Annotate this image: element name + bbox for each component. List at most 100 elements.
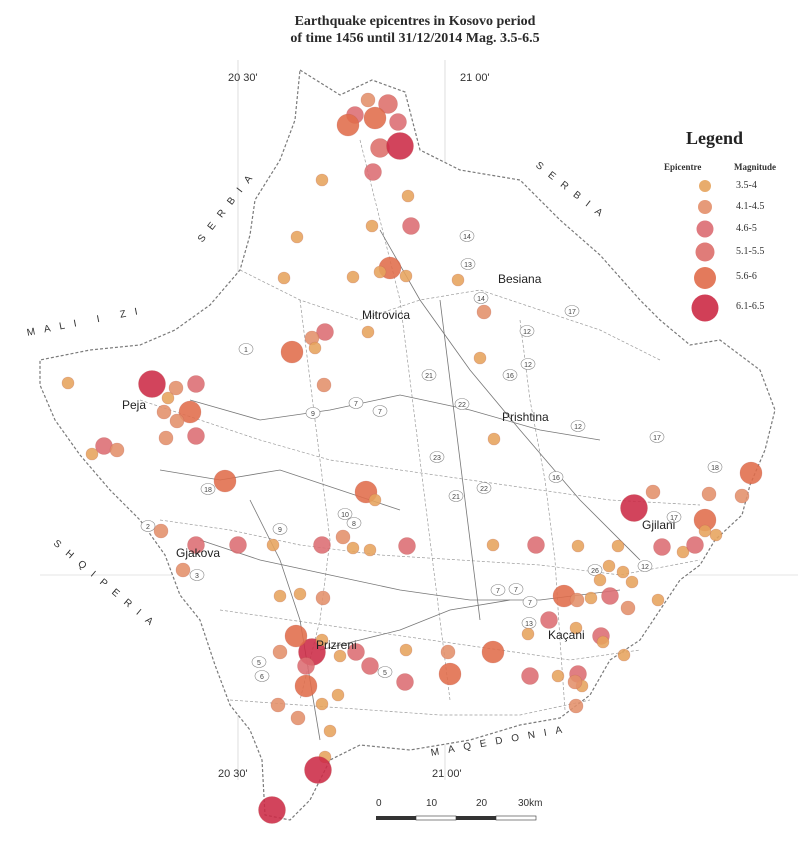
epicentre-marker <box>187 375 205 393</box>
epicentre-marker <box>335 529 351 545</box>
scale-label-30km: 30km <box>518 798 543 809</box>
road-number-label: 9 <box>272 523 288 535</box>
epicentre-marker <box>389 113 407 131</box>
epicentre-marker <box>333 649 347 663</box>
epicentre-marker <box>551 669 565 683</box>
epicentre-marker <box>527 536 545 554</box>
road-number-label: 12 <box>570 420 586 432</box>
epicentre-marker <box>440 644 456 660</box>
svg-text:3: 3 <box>195 573 199 580</box>
road-number-label: 7 <box>522 596 538 608</box>
epicentre-marker <box>734 488 750 504</box>
epicentre-marker <box>153 523 169 539</box>
epicentre-marker <box>304 756 332 784</box>
epicentre-marker <box>686 536 704 554</box>
svg-text:18: 18 <box>711 465 719 472</box>
map-title-line1: Earthquake epicentres in Kosovo period <box>294 14 536 29</box>
epicentre-marker <box>378 94 398 114</box>
road-number-label: 17 <box>564 305 580 317</box>
epicentre-marker <box>486 538 500 552</box>
coord-top-right: 21 00' <box>460 72 490 84</box>
svg-text:1: 1 <box>244 347 248 354</box>
scale-label-10: 10 <box>426 798 438 809</box>
scale-label-20: 20 <box>476 798 488 809</box>
road-number-label: 26 <box>587 564 603 576</box>
city-prishtina: Prishtina <box>502 410 549 424</box>
epicentre-marker <box>266 538 280 552</box>
road-number-label: 5 <box>251 656 267 668</box>
kosovo-border <box>39 68 776 821</box>
road-number-label: 16 <box>548 471 564 483</box>
road-number-label: 21 <box>448 490 464 502</box>
epicentre-marker <box>596 635 610 649</box>
road-number-label: 1 <box>238 343 254 355</box>
road-number-label: 13 <box>460 258 476 270</box>
epicentre-marker <box>331 688 345 702</box>
svg-text:16: 16 <box>552 475 560 482</box>
svg-text:23: 23 <box>433 455 441 462</box>
epicentre-marker <box>270 697 286 713</box>
road-number-label: 17 <box>649 431 665 443</box>
svg-text:7: 7 <box>528 600 532 607</box>
epicentre-marker <box>709 528 723 542</box>
epicentre-marker <box>294 674 318 698</box>
epicentre-marker <box>346 541 360 555</box>
svg-text:9: 9 <box>311 411 315 418</box>
epicentre-marker <box>487 432 501 446</box>
epicentre-marker <box>625 575 639 589</box>
epicentre-marker <box>158 430 174 446</box>
road-number-label: 12 <box>520 358 536 370</box>
road-number-label: 7 <box>348 397 364 409</box>
legend-label-3: 5.1-5.5 <box>736 246 765 257</box>
road-number-labels: 1413141712161221222321221617197718108923… <box>140 230 723 682</box>
svg-text:7: 7 <box>514 587 518 594</box>
epicentre-marker <box>273 589 287 603</box>
epicentre-marker <box>315 633 329 647</box>
svg-text:2: 2 <box>146 524 150 531</box>
epicentre-marker <box>336 113 360 137</box>
epicentre-marker <box>651 593 665 607</box>
epicentre-marker <box>701 486 717 502</box>
road-number-label: 7 <box>372 405 388 417</box>
epicentre-marker <box>346 270 360 284</box>
epicentre-marker <box>313 536 331 554</box>
road-number-label: 22 <box>454 398 470 410</box>
legend-label-1: 4.1-4.5 <box>736 201 765 212</box>
city-peja: Peja <box>122 398 147 412</box>
road-number-label: 9 <box>305 407 321 419</box>
road-number-label: 3 <box>189 569 205 581</box>
epicentre-marker <box>653 538 671 556</box>
epicentre-marker <box>616 565 630 579</box>
epicentre-marker <box>187 536 205 554</box>
road-number-label: 16 <box>502 369 518 381</box>
svg-text:18: 18 <box>204 487 212 494</box>
legend-label-4: 5.6-6 <box>736 271 757 282</box>
svg-text:21: 21 <box>425 373 433 380</box>
coord-top-left: 20 30' <box>228 72 258 84</box>
legend-symbol <box>698 200 712 214</box>
epicentre-marker <box>611 539 625 553</box>
epicentre-marker <box>361 325 375 339</box>
road-number-label: 6 <box>254 670 270 682</box>
svg-text:17: 17 <box>653 435 661 442</box>
svg-text:12: 12 <box>524 362 532 369</box>
road-number-label: 18 <box>707 461 723 473</box>
epicentre-marker <box>620 600 636 616</box>
road-number-label: 12 <box>637 560 653 572</box>
epicentre-marker <box>95 437 113 455</box>
epicentre-marker <box>138 370 166 398</box>
epicentre-marker <box>169 413 185 429</box>
scale-bar <box>376 815 537 821</box>
epicentre-marker <box>315 697 329 711</box>
legend-symbol <box>691 294 719 322</box>
scale-label-0: 0 <box>376 798 382 809</box>
svg-text:14: 14 <box>477 296 485 303</box>
svg-text:7: 7 <box>378 409 382 416</box>
epicentre-marker <box>569 592 585 608</box>
epicentre-marker <box>61 376 75 390</box>
epicentre-marker <box>620 494 648 522</box>
epicentre-marker <box>521 627 535 641</box>
legend-symbol <box>694 267 716 289</box>
svg-text:17: 17 <box>568 309 576 316</box>
